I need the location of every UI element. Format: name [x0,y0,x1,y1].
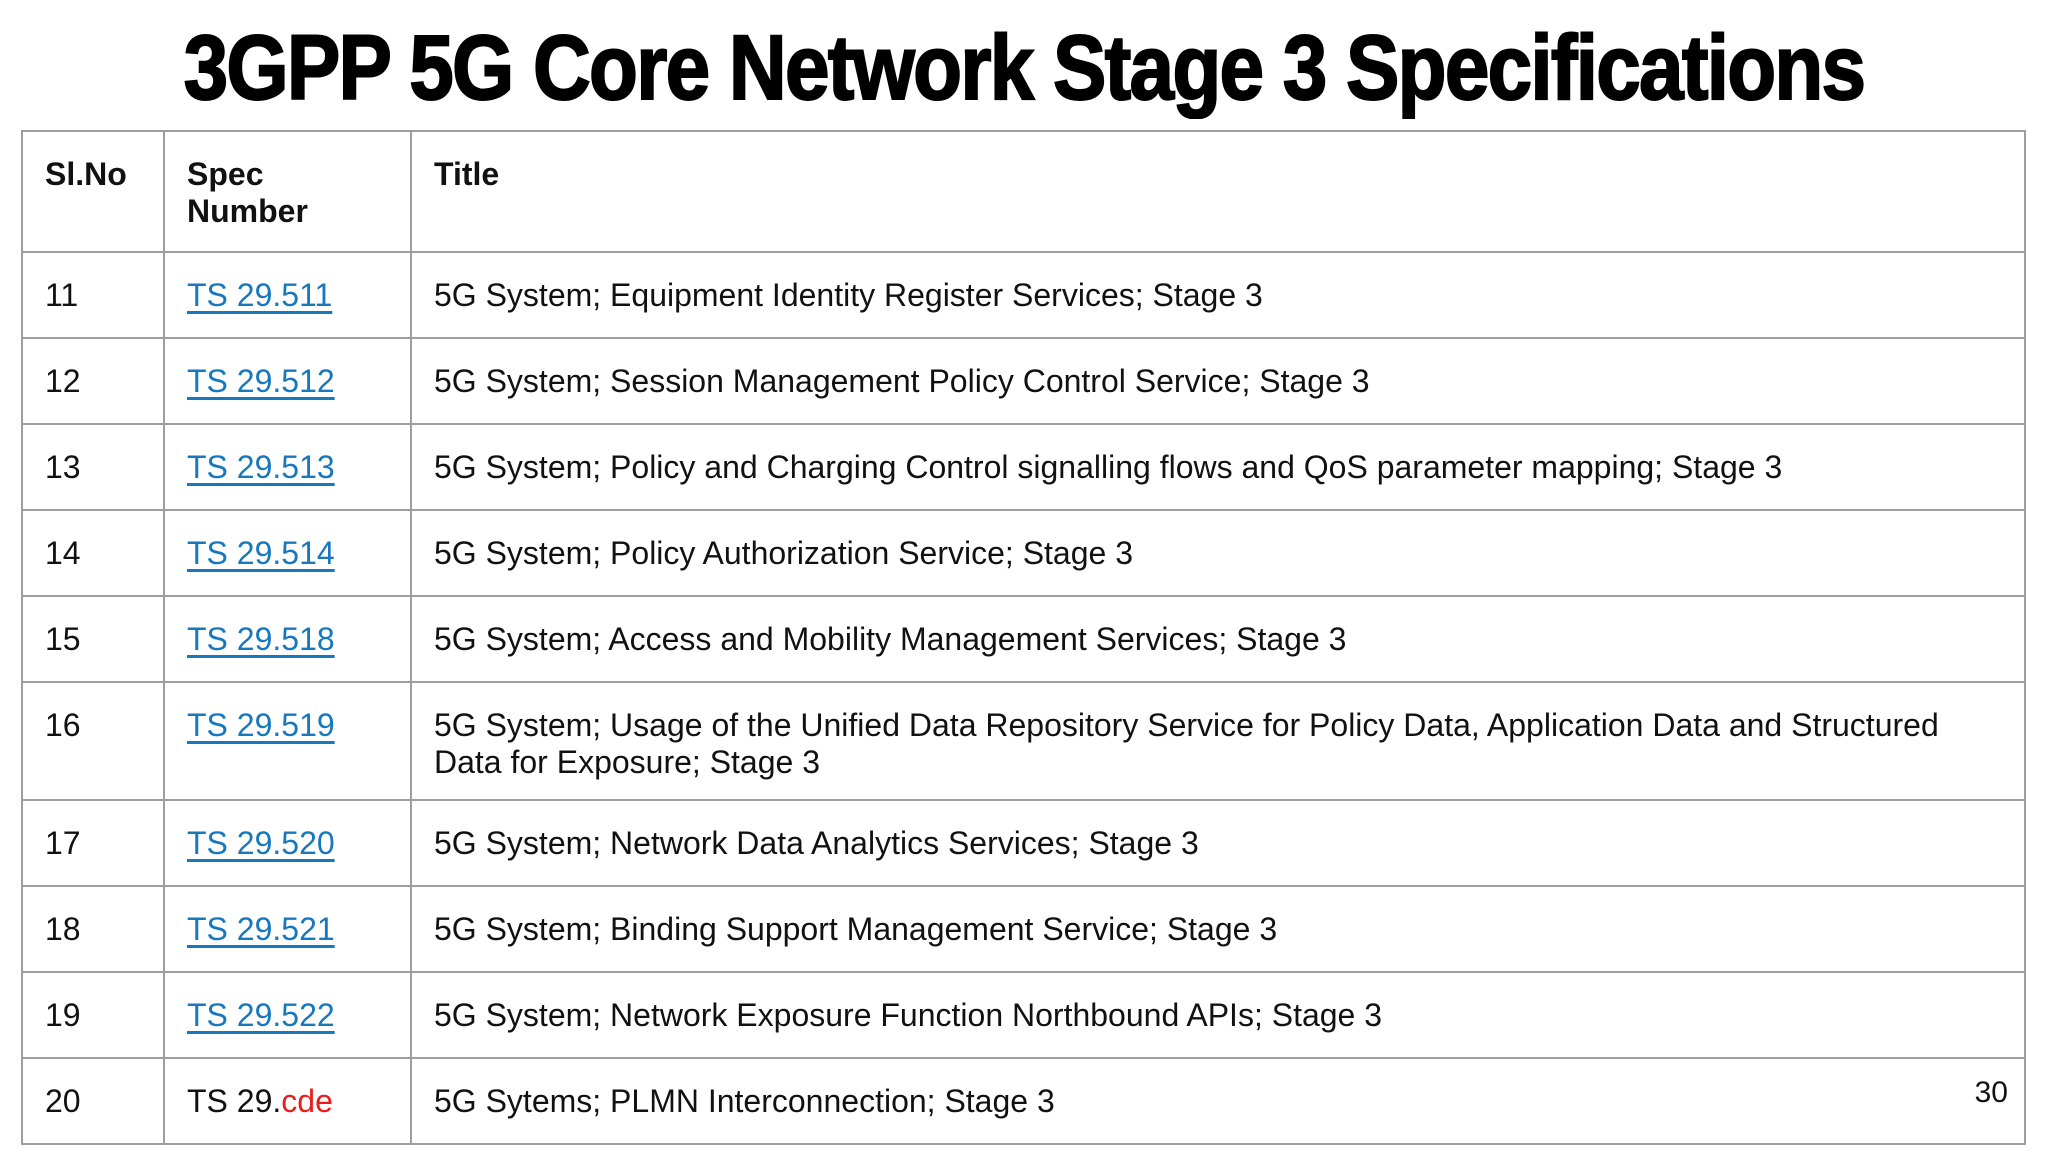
cell-sl-no: 12 [21,337,165,425]
page-title: 3GPP 5G Core Network Stage 3 Specificati… [183,17,1867,119]
cell-spec-number: TS 29.522 [163,971,412,1060]
row-title: 5G System; Equipment Identity Register S… [434,277,1263,313]
row-title: 5G System; Policy Authorization Service;… [434,535,1133,571]
row-title: 5G System; Binding Support Management Se… [434,911,1278,948]
cell-sl-no: 18 [21,885,165,974]
table-row: 16 TS 29.519 5G System; Usage of the Uni… [21,680,2026,802]
spec-link[interactable]: TS 29.518 [187,621,335,657]
header-title: Title [410,130,2026,253]
header-spec-number: Spec Number [163,130,412,253]
spec-link[interactable]: TS 29.512 [187,363,335,399]
table-row: 18 TS 29.521 5G System; Binding Support … [21,885,2026,974]
row-sl-no: 11 [45,277,79,313]
table-row: 13 TS 29.513 5G System; Policy and Charg… [21,423,2026,511]
cell-title: 5G System; Network Exposure Function Nor… [410,971,2026,1060]
cell-spec-number: TS 29.512 [163,337,412,425]
cell-spec-number: TS 29.521 [163,885,412,974]
spec-plain-black: TS 29. [187,1083,282,1120]
cell-sl-no: 11 [21,251,165,339]
header-sl-no: Sl.No [21,130,165,253]
spec-link[interactable]: TS 29.522 [187,997,335,1034]
table-row: 19 TS 29.522 5G System; Network Exposure… [21,971,2026,1060]
row-sl-no: 19 [45,997,81,1034]
spec-table-header: Sl.No Spec Number Title [21,130,2026,253]
row-sl-no: 14 [45,535,81,571]
row-sl-no: 20 [45,1083,81,1120]
row-title: 5G System; Policy and Charging Control s… [434,449,1783,485]
cell-title: 5G System; Usage of the Unified Data Rep… [410,680,2026,802]
spec-table-body: 11 TS 29.511 5G System; Equipment Identi… [21,251,2026,1146]
cell-spec-number: TS 29.513 [163,423,412,511]
row-sl-no: 12 [45,363,81,399]
spec-link[interactable]: TS 29.519 [187,707,335,743]
header-row: Sl.No Spec Number Title [21,130,2026,253]
cell-spec-number: TS 29.511 [163,251,412,339]
cell-sl-no: 15 [21,595,165,683]
cell-spec-number: TS 29.514 [163,509,412,597]
cell-sl-no: 19 [21,971,165,1060]
cell-spec-number: TS 29.518 [163,595,412,683]
spec-link[interactable]: TS 29.520 [187,825,335,862]
cell-title: 5G System; Policy and Charging Control s… [410,423,2026,511]
cell-spec-number: TS 29.cde [163,1057,412,1146]
row-sl-no: 17 [45,825,81,862]
spec-table: Sl.No Spec Number Title 11 TS 29.511 5G … [21,130,2026,1146]
cell-title: 5G System; Binding Support Management Se… [410,885,2026,974]
cell-spec-number: TS 29.519 [163,680,412,802]
cell-sl-no: 20 [21,1057,165,1146]
cell-sl-no: 16 [21,680,165,802]
cell-title: 5G System; Session Management Policy Con… [410,337,2026,425]
table-row: 20 TS 29.cde 5G Sytems; PLMN Interconnec… [21,1057,2026,1146]
cell-sl-no: 14 [21,509,165,597]
row-title: 5G Sytems; PLMN Interconnection; Stage 3 [434,1083,1055,1120]
title-bar: 3GPP 5G Core Network Stage 3 Specificati… [0,0,2048,130]
cell-sl-no: 17 [21,799,165,888]
spec-link[interactable]: TS 29.513 [187,449,335,485]
cell-title: 5G Sytems; PLMN Interconnection; Stage 3 [410,1057,2026,1146]
table-row: 15 TS 29.518 5G System; Access and Mobil… [21,595,2026,683]
row-sl-no: 16 [45,707,81,743]
spec-link[interactable]: TS 29.514 [187,535,335,571]
spec-link[interactable]: TS 29.521 [187,911,335,948]
cell-sl-no: 13 [21,423,165,511]
cell-title: 5G System; Access and Mobility Managemen… [410,595,2026,683]
table-row: 12 TS 29.512 5G System; Session Manageme… [21,337,2026,425]
table-row: 17 TS 29.520 5G System; Network Data Ana… [21,799,2026,888]
cell-title: 5G System; Equipment Identity Register S… [410,251,2026,339]
table-row: 14 TS 29.514 5G System; Policy Authoriza… [21,509,2026,597]
spec-plain: TS 29.cde [187,1083,333,1119]
row-title: 5G System; Network Exposure Function Nor… [434,997,1383,1034]
row-title: 5G System; Session Management Policy Con… [434,363,1370,399]
slide-page-number: 30 [1974,1076,2008,1109]
row-title: 5G System; Usage of the Unified Data Rep… [434,707,1939,781]
spec-plain-red: cde [281,1083,333,1120]
spec-link[interactable]: TS 29.511 [187,277,333,313]
cell-title: 5G System; Network Data Analytics Servic… [410,799,2026,888]
cell-title: 5G System; Policy Authorization Service;… [410,509,2026,597]
row-sl-no: 13 [45,449,81,485]
table-row: 11 TS 29.511 5G System; Equipment Identi… [21,251,2026,339]
row-title: 5G System; Network Data Analytics Servic… [434,825,1199,862]
row-sl-no: 15 [45,621,81,657]
cell-spec-number: TS 29.520 [163,799,412,888]
row-sl-no: 18 [45,911,81,948]
row-title: 5G System; Access and Mobility Managemen… [434,621,1347,657]
